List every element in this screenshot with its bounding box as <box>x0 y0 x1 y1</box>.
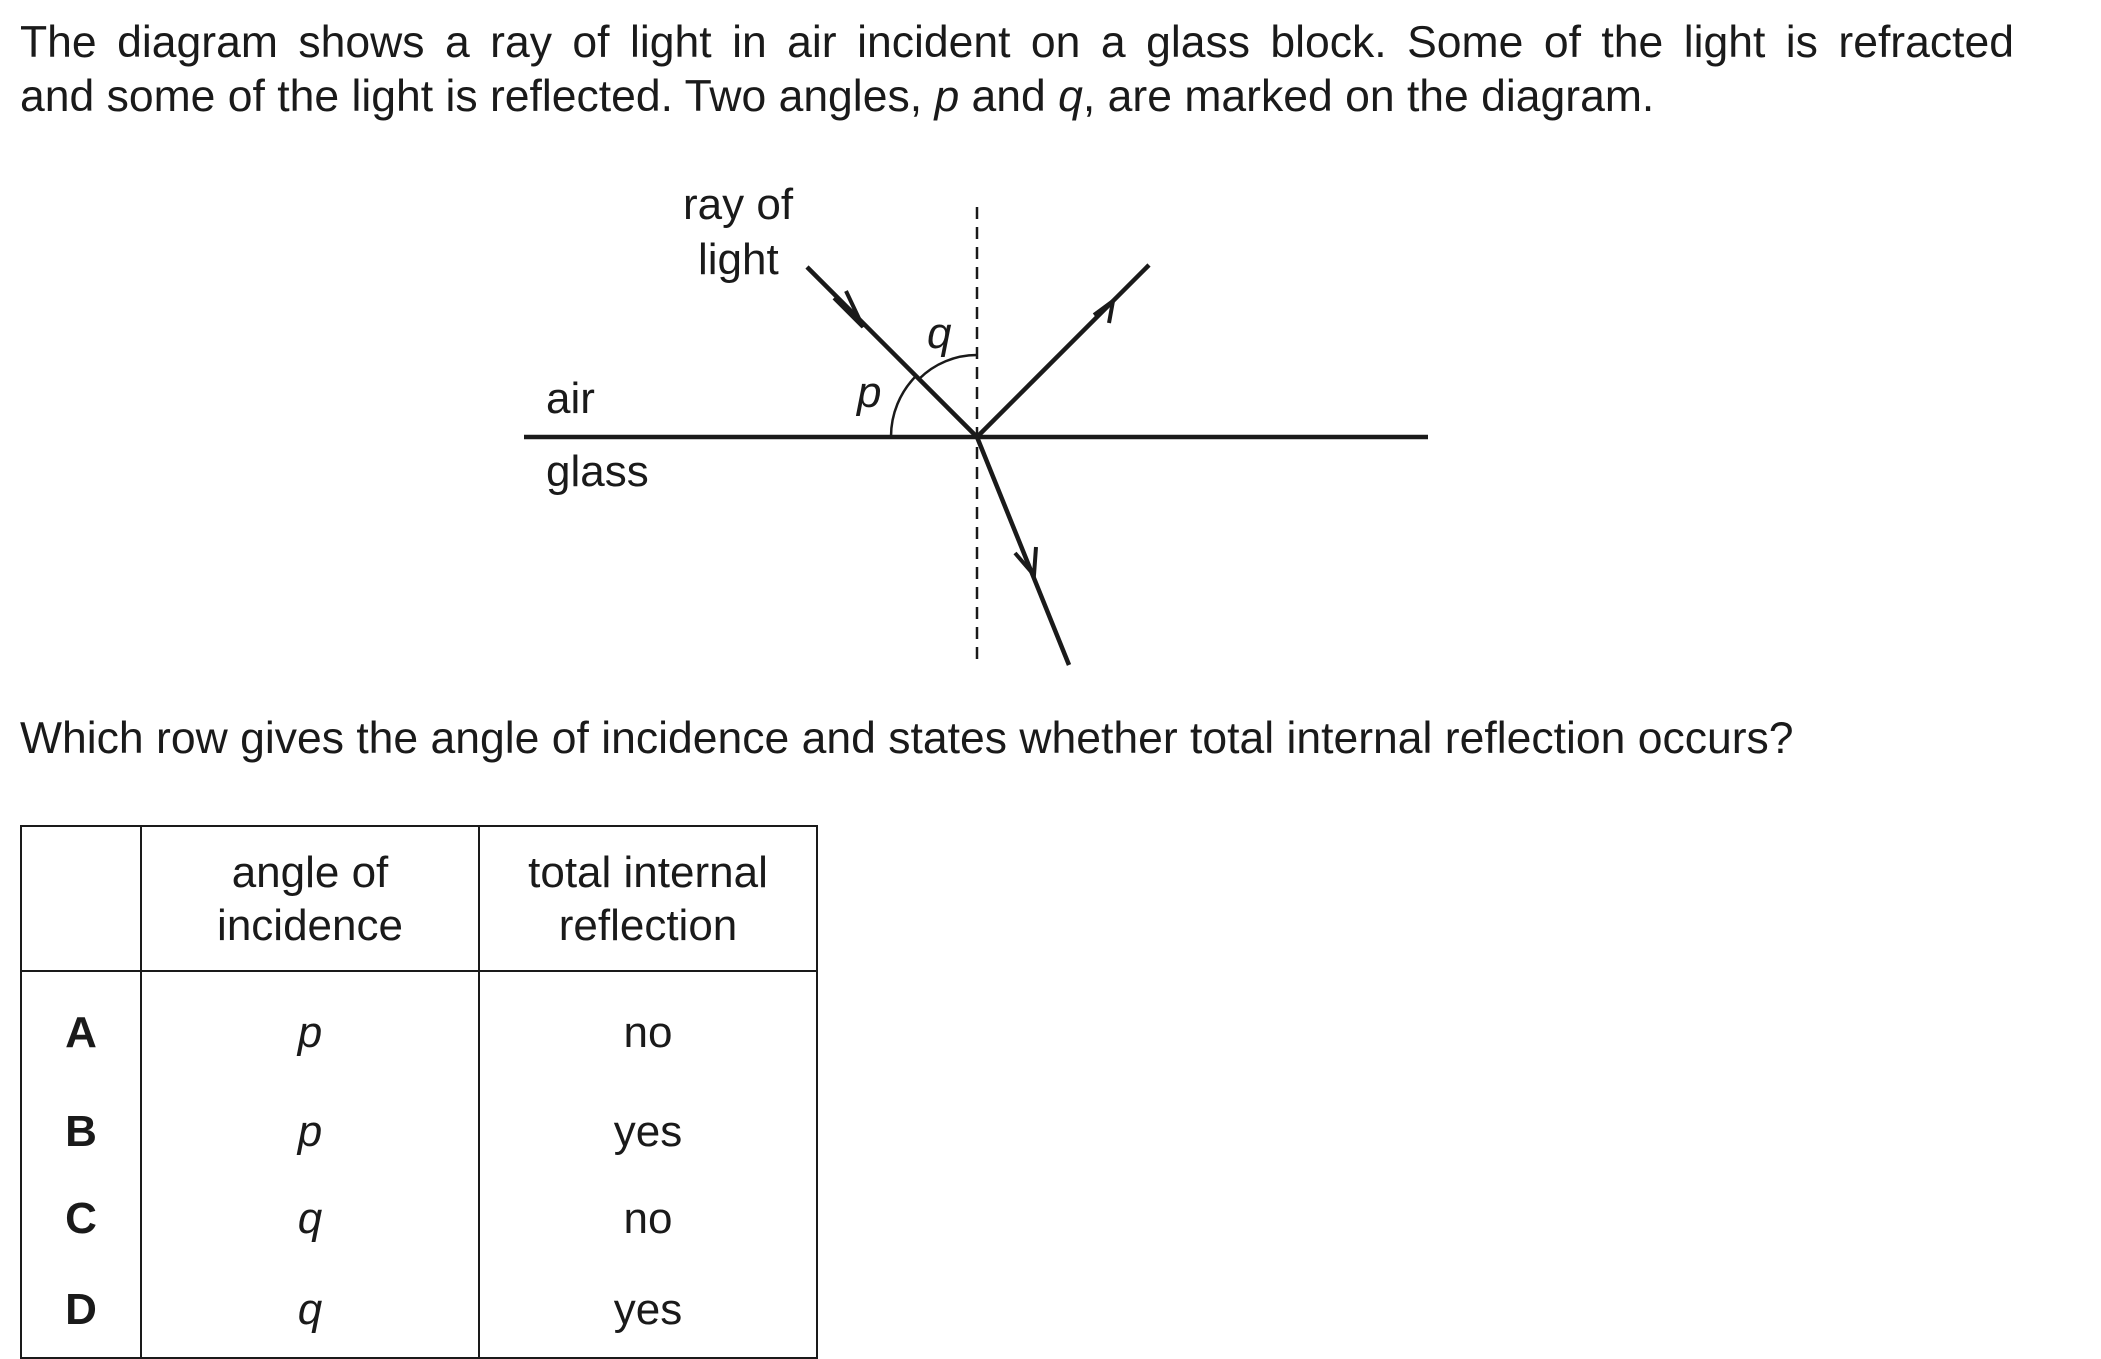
angle-cell: p <box>140 971 480 1088</box>
tir-cell: yes <box>478 1262 818 1358</box>
intro-line-2-and: and <box>959 72 1059 121</box>
header-total-internal-reflection: total internal reflection <box>478 826 818 972</box>
tir-cell: no <box>478 971 818 1088</box>
angle-p-label: p <box>855 368 881 417</box>
table-header-row: angle of incidence total internal reflec… <box>20 826 818 972</box>
angle-q-label: q <box>927 309 952 358</box>
header-angle-of-incidence: angle of incidence <box>140 826 480 972</box>
air-label: air <box>546 374 595 423</box>
tir-cell: yes <box>478 1088 818 1175</box>
tir-cell: no <box>478 1175 818 1262</box>
answer-table: angle of incidence total internal reflec… <box>20 825 818 1359</box>
intro-line-2-start: and some of the light is reflected. Two … <box>20 72 935 121</box>
refracted-ray-arrowhead <box>1013 546 1038 580</box>
question-stem: Which row gives the angle of incidence a… <box>20 714 1794 763</box>
question-intro: The diagram shows a ray of light in air … <box>20 16 2080 124</box>
intro-line-1: The diagram shows a ray of light in air … <box>20 18 2014 67</box>
option-label: C <box>20 1175 142 1262</box>
header-tir-line-2: reflection <box>558 900 738 950</box>
angle-cell: q <box>140 1175 480 1262</box>
table-row[interactable]: B p yes <box>20 1088 818 1175</box>
ray-label-line-2: light <box>698 235 779 284</box>
reflected-ray <box>975 263 1151 439</box>
refraction-diagram: ray of light air glass p q <box>524 180 1428 666</box>
header-blank <box>20 826 142 972</box>
intro-line-2: and some of the light is reflected. Two … <box>20 70 2080 124</box>
intro-angle-q: q <box>1058 72 1083 121</box>
header-tir-line-1: total internal <box>528 847 768 897</box>
intro-line-2-end: , are marked on the diagram. <box>1082 72 1655 121</box>
option-label: B <box>20 1088 142 1175</box>
angle-cell: q <box>140 1262 480 1358</box>
table-row[interactable]: D q yes <box>20 1262 818 1358</box>
ray-label-line-1: ray of <box>683 180 794 229</box>
angle-cell: p <box>140 1088 480 1175</box>
refracted-ray <box>974 436 1072 666</box>
table-row[interactable]: C q no <box>20 1175 818 1262</box>
option-label: D <box>20 1262 142 1358</box>
header-angle-line-1: angle of <box>231 847 389 897</box>
intro-angle-p: p <box>934 72 960 121</box>
header-angle-line-2: incidence <box>217 900 403 950</box>
glass-label: glass <box>546 447 649 496</box>
table-row[interactable]: A p no <box>20 971 818 1088</box>
option-label: A <box>20 971 142 1088</box>
incident-ray-arrowhead <box>832 290 865 329</box>
angle-p-arc <box>889 375 917 438</box>
angle-q-arc <box>918 353 978 380</box>
incident-ray <box>805 265 979 439</box>
reflected-ray-arrowhead <box>1092 296 1116 324</box>
